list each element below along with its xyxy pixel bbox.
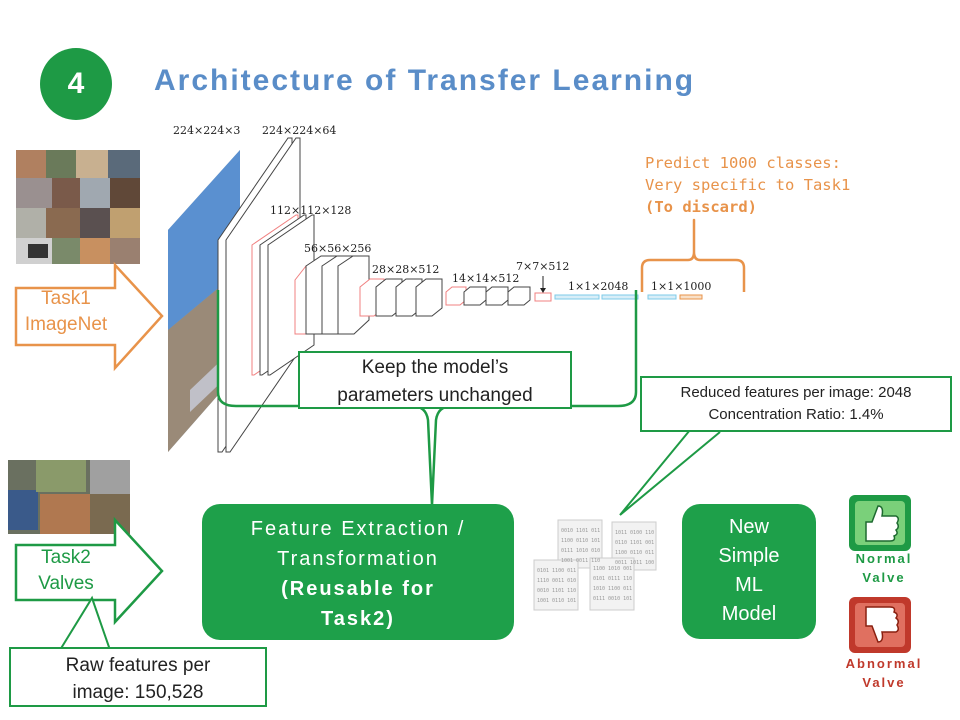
svg-text:1001 0011 110: 1001 0011 110 — [561, 558, 600, 564]
task2-label: Task2 Valves — [16, 545, 116, 597]
new-ml-model-box: New Simple ML Model — [682, 504, 816, 639]
predict-line-1: Predict 1000 classes: — [645, 154, 841, 172]
thumbs-up-icon — [849, 495, 911, 551]
svg-text:1011 0100 110: 1011 0100 110 — [615, 530, 654, 536]
task1-line-2: ImageNet — [24, 314, 108, 335]
thumbs-down-icon — [849, 597, 911, 653]
model-line-3: ML — [735, 574, 763, 596]
layer-label-input: 224×224×3 — [173, 124, 240, 137]
svg-text:0110 1101 001: 0110 1101 001 — [615, 540, 654, 546]
layer-label-fc2048: 1×1×2048 — [568, 280, 628, 293]
reduced-callout-tail — [619, 429, 721, 516]
task2-line-2: Valves — [38, 573, 94, 594]
task1-arrow — [14, 261, 164, 372]
predict-line-3: (To discard) — [645, 198, 757, 216]
valves-collage — [8, 460, 130, 534]
task1-line-1: Task1 — [41, 288, 91, 309]
task1-label: Task1 ImageNet — [16, 286, 116, 338]
svg-text:1110 0011 010: 1110 0011 010 — [537, 578, 576, 584]
layer-label-pool: 7×7×512 — [516, 260, 569, 273]
svg-text:1100 0110 011: 1100 0110 011 — [615, 550, 654, 556]
svg-text:0111 1010 010: 0111 1010 010 — [561, 548, 600, 554]
layer-label-conv3: 56×56×256 — [304, 242, 371, 255]
conv-layer-4 — [359, 278, 443, 317]
feature-line-3: (Reusable for — [281, 578, 435, 600]
svg-text:1001 0110 101: 1001 0110 101 — [537, 598, 576, 604]
raw-line-1: Raw features per — [65, 655, 211, 676]
feature-matrices: 0010 1101 011 1100 0110 101 0111 1010 010 1… — [533, 519, 657, 611]
model-line-1: New — [728, 516, 769, 538]
predict-line-2: Very specific to Task1 — [645, 176, 851, 194]
reduced-features-callout: Reduced features per image: 2048 Concent… — [640, 376, 952, 432]
model-line-2: Simple — [718, 545, 780, 567]
layer-label-conv5: 14×14×512 — [452, 272, 519, 285]
svg-text:0101 1100 011: 0101 1100 011 — [537, 568, 576, 574]
feature-line-2: Transformation — [277, 548, 439, 570]
keep-line-2: parameters unchanged — [337, 385, 533, 406]
raw-features-callout: Raw features per image: 150,528 — [9, 647, 267, 707]
slide-number-badge: 4 — [40, 48, 112, 120]
raw-callout-tail — [59, 595, 111, 651]
abnormal-line-1: Abnormal — [845, 656, 923, 671]
keep-parameters-callout: Keep the model’s parameters unchanged — [298, 351, 572, 409]
svg-text:0010 1101 110: 0010 1101 110 — [537, 588, 576, 594]
svg-text:0101 0111 110: 0101 0111 110 — [593, 576, 632, 582]
raw-line-2: image: 150,528 — [72, 682, 204, 703]
conv-layer-2 — [251, 214, 315, 376]
task2-line-1: Task2 — [41, 547, 91, 568]
svg-text:0111 0010 101: 0111 0010 101 — [593, 596, 632, 602]
normal-line-2: Valve — [862, 570, 906, 585]
layer-label-conv4: 28×28×512 — [372, 263, 439, 276]
predict-callout: Predict 1000 classes: Very specific to T… — [645, 152, 850, 218]
pool-layer-final — [534, 292, 552, 302]
conv-layer-5 — [445, 286, 531, 306]
model-line-4: Model — [721, 603, 777, 625]
abnormal-line-2: Valve — [862, 675, 906, 690]
layer-label-conv2: 112×112×128 — [270, 204, 351, 217]
feature-line-4: Task2) — [321, 608, 395, 630]
layer-label-conv1: 224×224×64 — [262, 124, 336, 137]
reduced-line-2: Concentration Ratio: 1.4% — [708, 406, 884, 423]
imagenet-collage — [16, 150, 140, 264]
normal-line-1: Normal — [855, 551, 913, 566]
task2-arrow — [14, 516, 164, 626]
svg-text:0010 1101 011: 0010 1101 011 — [561, 528, 600, 534]
svg-text:0011 1011 100: 0011 1011 100 — [615, 560, 654, 566]
fc-layer-2048 — [554, 294, 639, 300]
reduced-line-1: Reduced features per image: 2048 — [680, 384, 912, 401]
abnormal-valve-label: Abnormal Valve — [835, 654, 933, 692]
keep-line-1: Keep the model’s — [361, 357, 509, 378]
svg-text:1100 1010 001: 1100 1010 001 — [593, 566, 632, 572]
slide-title: Architecture of Transfer Learning — [154, 64, 696, 97]
normal-valve-label: Normal Valve — [842, 549, 926, 587]
svg-text:1100 0110 101: 1100 0110 101 — [561, 538, 600, 544]
conv-layer-3 — [294, 255, 370, 335]
discard-bracket — [640, 218, 746, 292]
feature-line-1: Feature Extraction / — [250, 518, 466, 540]
layer-label-fc1000: 1×1×1000 — [651, 280, 711, 293]
svg-text:1010 1100 011: 1010 1100 011 — [593, 586, 632, 592]
fc-layer-1000 — [647, 294, 703, 300]
feature-extraction-box: Feature Extraction / Transformation (Reu… — [202, 504, 514, 640]
